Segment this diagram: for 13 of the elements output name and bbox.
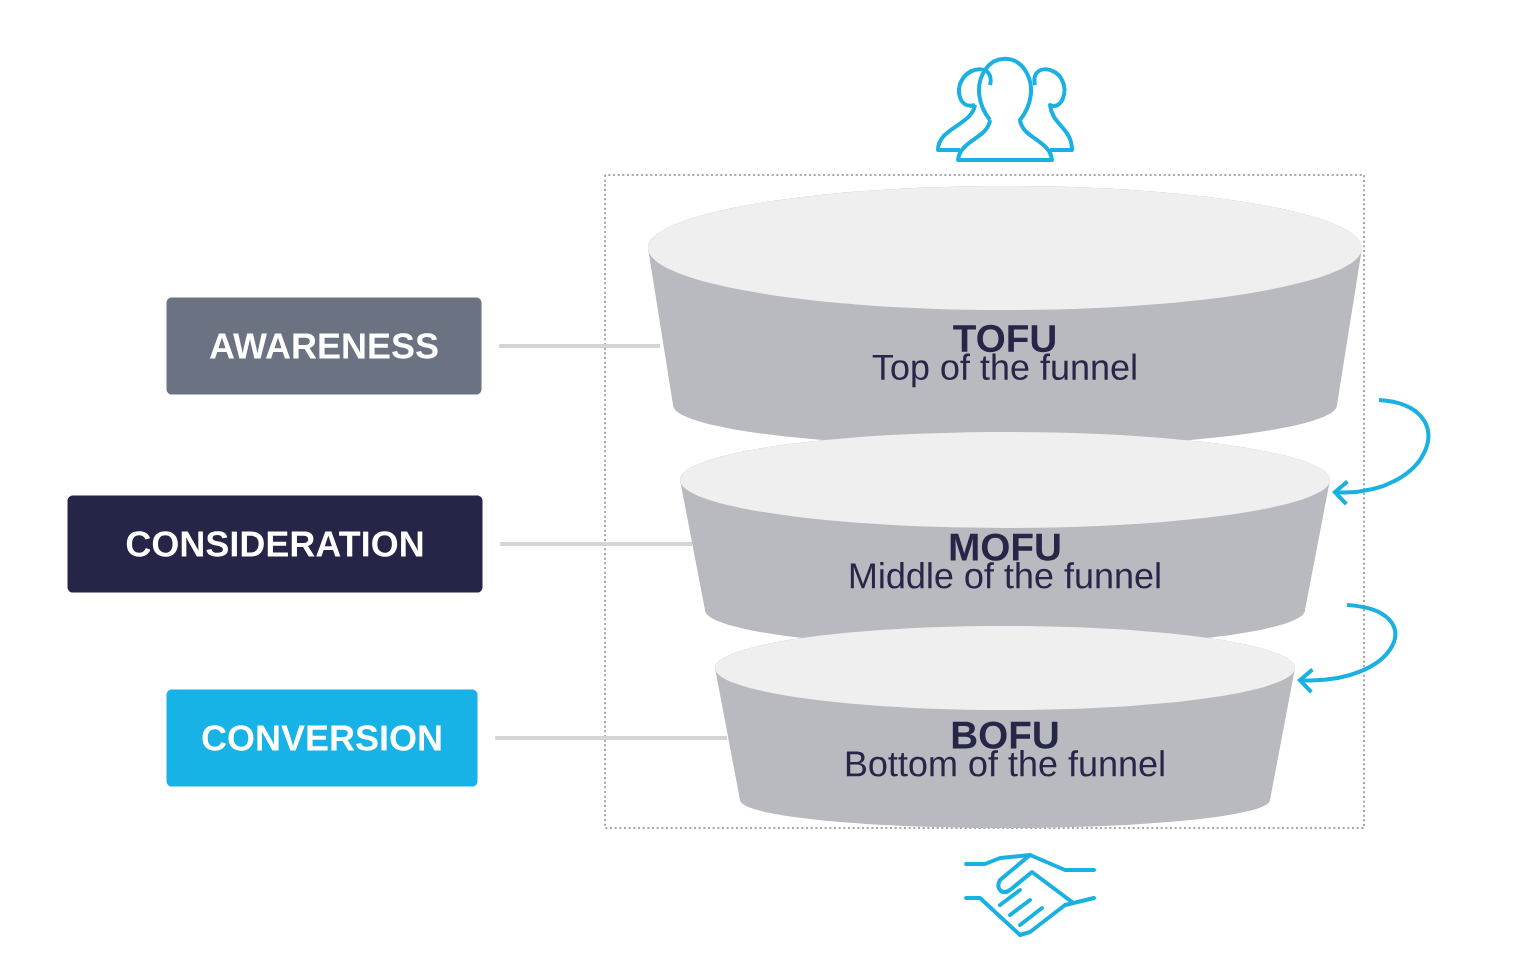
funnel-tier: BOFU Bottom of the funnel [715,626,1295,828]
curved-arrow [1332,398,1431,506]
funnel-tier: TOFU Top of the funnel [648,186,1362,447]
curved-arrow [1297,603,1397,694]
connector-line [500,542,692,546]
funnel-tier: MOFU Middle of the funnel [680,432,1330,648]
node-label: BOFU [952,721,1058,749]
connector-line [499,344,660,348]
connector-line [495,736,727,740]
node-label: Bottom of the funnel [846,750,1164,777]
stage-label: AWARENESS [166,297,482,395]
stage-label: CONSIDERATION [67,495,483,593]
stage-label: CONVERSION [166,689,478,787]
